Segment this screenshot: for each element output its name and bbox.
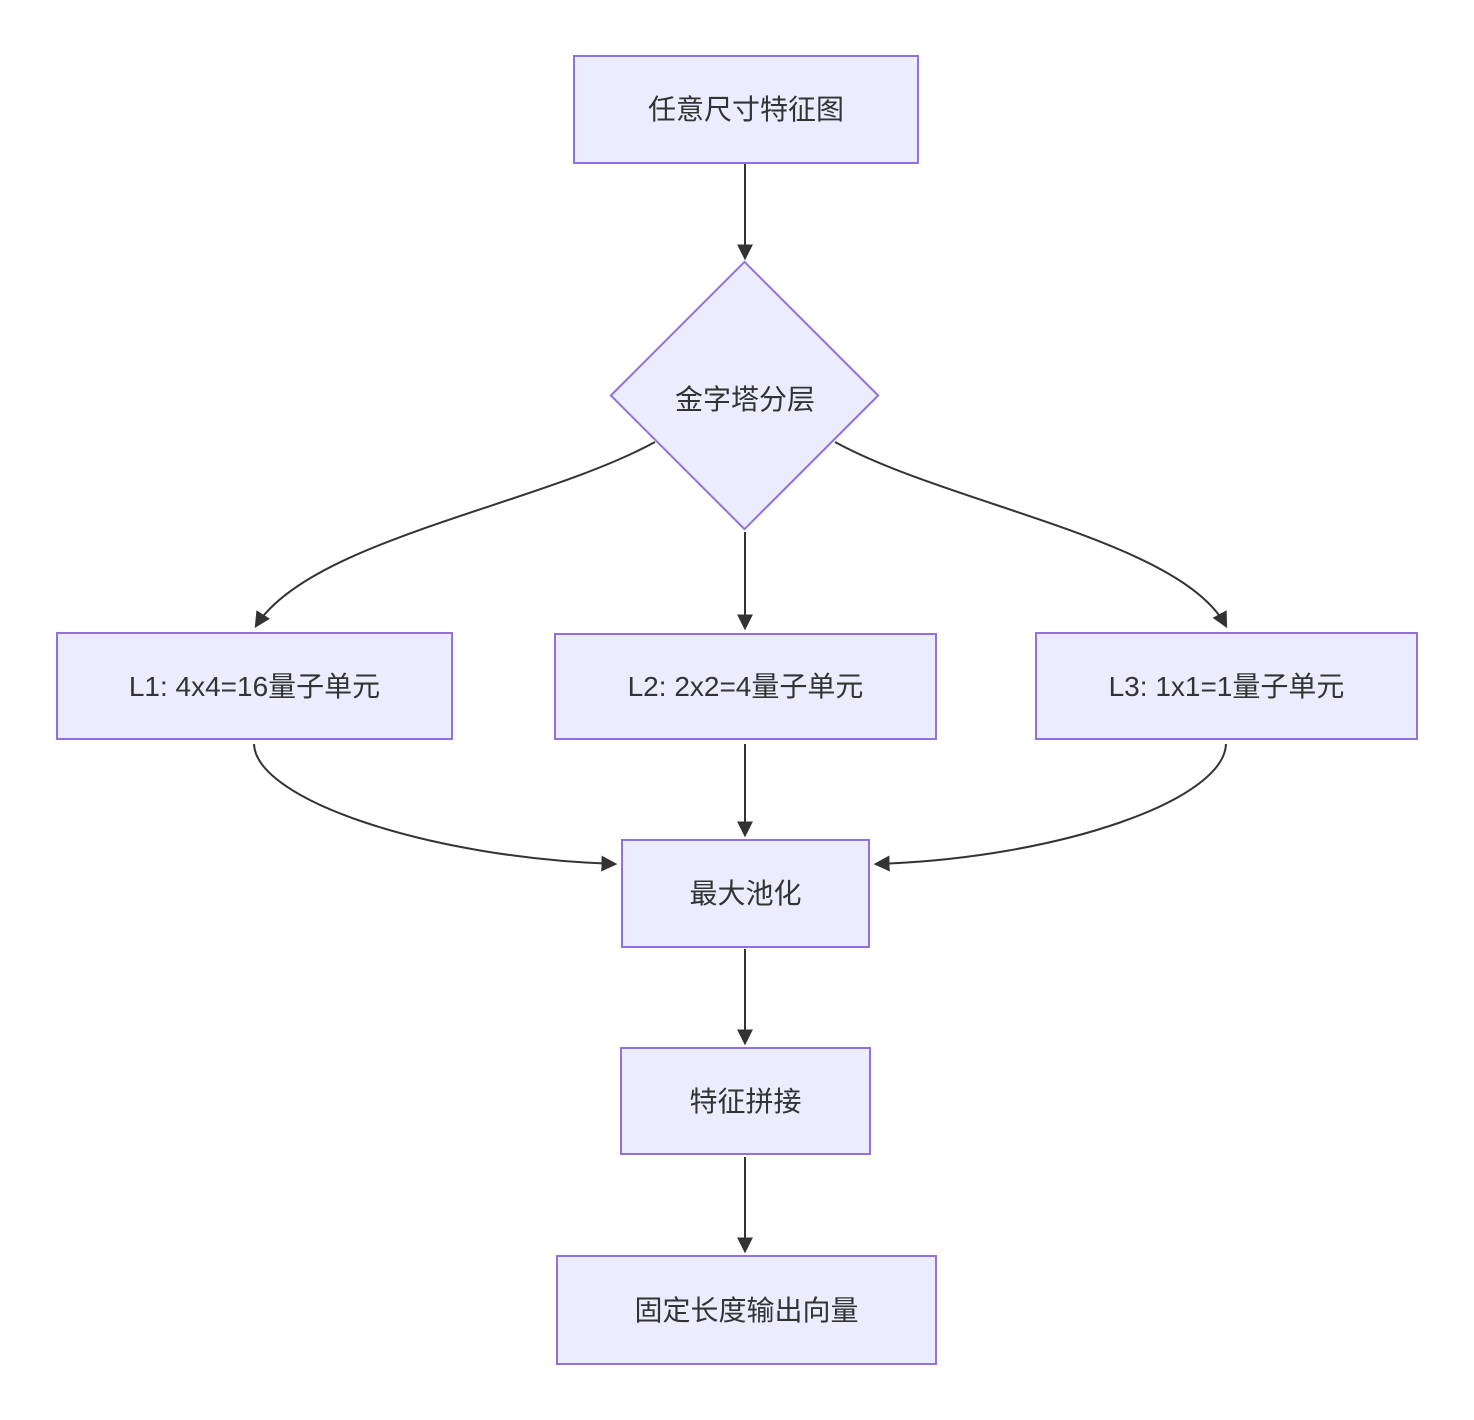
edge-pyramid-to-l3 <box>834 441 1228 629</box>
node-level1: L1: 4x4=16量子单元 <box>56 632 453 740</box>
edge-l3-to-maxpool <box>873 743 1227 872</box>
node-feature-concat-label: 特征拼接 <box>689 1085 802 1117</box>
node-feature-concat: 特征拼接 <box>620 1047 871 1155</box>
node-fixed-output-vector-label: 固定长度输出向量 <box>634 1294 859 1326</box>
edge-l1-to-maxpool <box>253 743 618 872</box>
node-level1-label: L1: 4x4=16量子单元 <box>128 670 381 702</box>
node-level2: L2: 2x2=4量子单元 <box>554 633 937 740</box>
node-max-pooling-label: 最大池化 <box>689 878 802 909</box>
node-max-pooling: 最大池化 <box>621 839 870 948</box>
node-level3-label: L3: 1x1=1量子单元 <box>1108 670 1345 702</box>
node-input-feature-map: 任意尺寸特征图 <box>573 55 919 164</box>
node-input-label: 任意尺寸特征图 <box>647 94 844 125</box>
edge-pyramid-to-l1 <box>254 441 656 629</box>
node-fixed-output-vector: 固定长度输出向量 <box>556 1255 937 1365</box>
node-pyramid-label: 金字塔分层 <box>674 384 815 415</box>
node-level2-label: L2: 2x2=4量子单元 <box>627 671 864 702</box>
node-level3: L3: 1x1=1量子单元 <box>1035 632 1418 740</box>
